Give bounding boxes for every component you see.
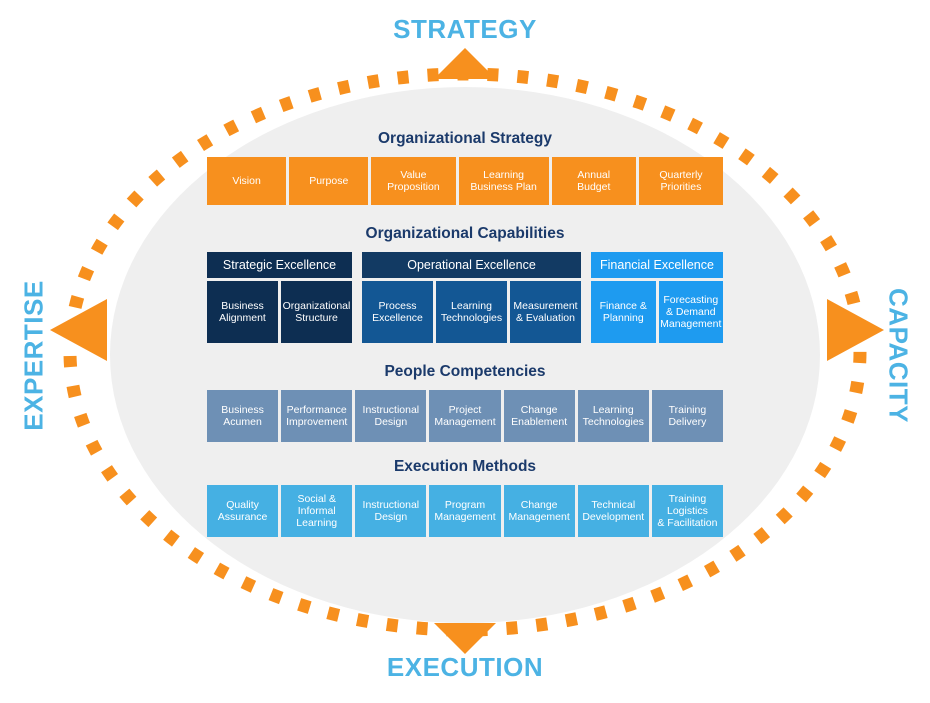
box-business-acumen[interactable]: Business Acumen	[207, 390, 279, 443]
box-social-informal-learning[interactable]: Social & Informal Learning	[281, 485, 353, 538]
box-technical-development[interactable]: Technical Development	[577, 485, 649, 538]
box-learning-technologies-people[interactable]: Learning Technologies	[577, 390, 649, 443]
box-instructional-design-exec[interactable]: Instructional Design	[355, 485, 427, 538]
spacer	[207, 442, 723, 458]
header-strategic-excellence[interactable]: Strategic Excellence	[207, 252, 352, 279]
box-organizational-structure[interactable]: Organizational Structure	[281, 281, 352, 344]
arrow-right-icon	[827, 299, 884, 361]
spacer	[207, 343, 723, 363]
box-program-management[interactable]: Program Management	[429, 485, 501, 538]
row-capability-headers: Strategic Excellence Operational Excelle…	[207, 252, 723, 279]
row-people-competencies: Business Acumen Performance Improvement …	[207, 390, 723, 443]
box-performance-improvement[interactable]: Performance Improvement	[281, 390, 353, 443]
arrow-up-icon	[434, 48, 496, 79]
header-financial-excellence[interactable]: Financial Excellence	[591, 252, 723, 279]
box-quarterly-priorities[interactable]: Quarterly Priorities	[638, 157, 724, 206]
box-change-management[interactable]: Change Management	[503, 485, 575, 538]
group-gap	[584, 252, 588, 278]
group-gap	[584, 281, 588, 343]
box-process-excellence[interactable]: Process Excellence	[362, 281, 433, 344]
arrow-down-icon	[434, 623, 496, 654]
direction-label-execution: EXECUTION	[386, 652, 544, 682]
header-operational-excellence[interactable]: Operational Excellence	[362, 252, 581, 279]
box-vision[interactable]: Vision	[207, 157, 287, 206]
direction-label-expertise: EXPERTISE	[18, 280, 49, 431]
box-business-alignment[interactable]: Business Alignment	[207, 281, 278, 344]
box-instructional-design-people[interactable]: Instructional Design	[355, 390, 427, 443]
arrow-left-icon	[50, 299, 107, 361]
box-annual-budget[interactable]: Annual Budget	[551, 157, 636, 206]
section-title-execution-methods: Execution Methods	[393, 458, 537, 476]
row-execution-methods: Quality Assurance Social & Informal Lear…	[207, 485, 723, 538]
section-title-people-competencies: People Competencies	[384, 363, 546, 381]
box-measurement-evaluation[interactable]: Measurement & Evaluation	[510, 281, 581, 344]
box-forecasting-demand-management[interactable]: Forecasting & Demand Management	[658, 281, 723, 344]
box-training-delivery[interactable]: Training Delivery	[651, 390, 723, 443]
direction-label-capacity: CAPACITY	[883, 288, 914, 423]
box-learning-technologies-cap[interactable]: Learning Technologies	[436, 281, 507, 344]
section-title-organizational-strategy: Organizational Strategy	[378, 130, 552, 147]
box-quality-assurance[interactable]: Quality Assurance	[207, 485, 279, 538]
box-purpose[interactable]: Purpose	[289, 157, 369, 206]
box-change-enablement[interactable]: Change Enablement	[503, 390, 575, 443]
box-learning-business-plan[interactable]: Learning Business Plan	[458, 157, 549, 206]
row-organizational-strategy: Vision Purpose Value Proposition Learnin…	[207, 157, 724, 206]
direction-label-strategy: STRATEGY	[393, 14, 537, 44]
spacer	[207, 205, 723, 225]
framework-content: Organizational Strategy Vision Purpose V…	[207, 130, 724, 538]
box-training-logistics-facilitation[interactable]: Training Logistics & Facilitation	[651, 485, 723, 538]
row-capability-items: Business Alignment Organizational Struct…	[207, 281, 723, 344]
box-value-proposition[interactable]: Value Proposition	[371, 157, 456, 206]
section-title-organizational-capabilities: Organizational Capabilities	[365, 225, 565, 243]
box-project-management[interactable]: Project Management	[429, 390, 501, 443]
group-gap	[355, 252, 359, 278]
group-gap	[355, 281, 359, 343]
box-finance-planning[interactable]: Finance & Planning	[591, 281, 656, 344]
